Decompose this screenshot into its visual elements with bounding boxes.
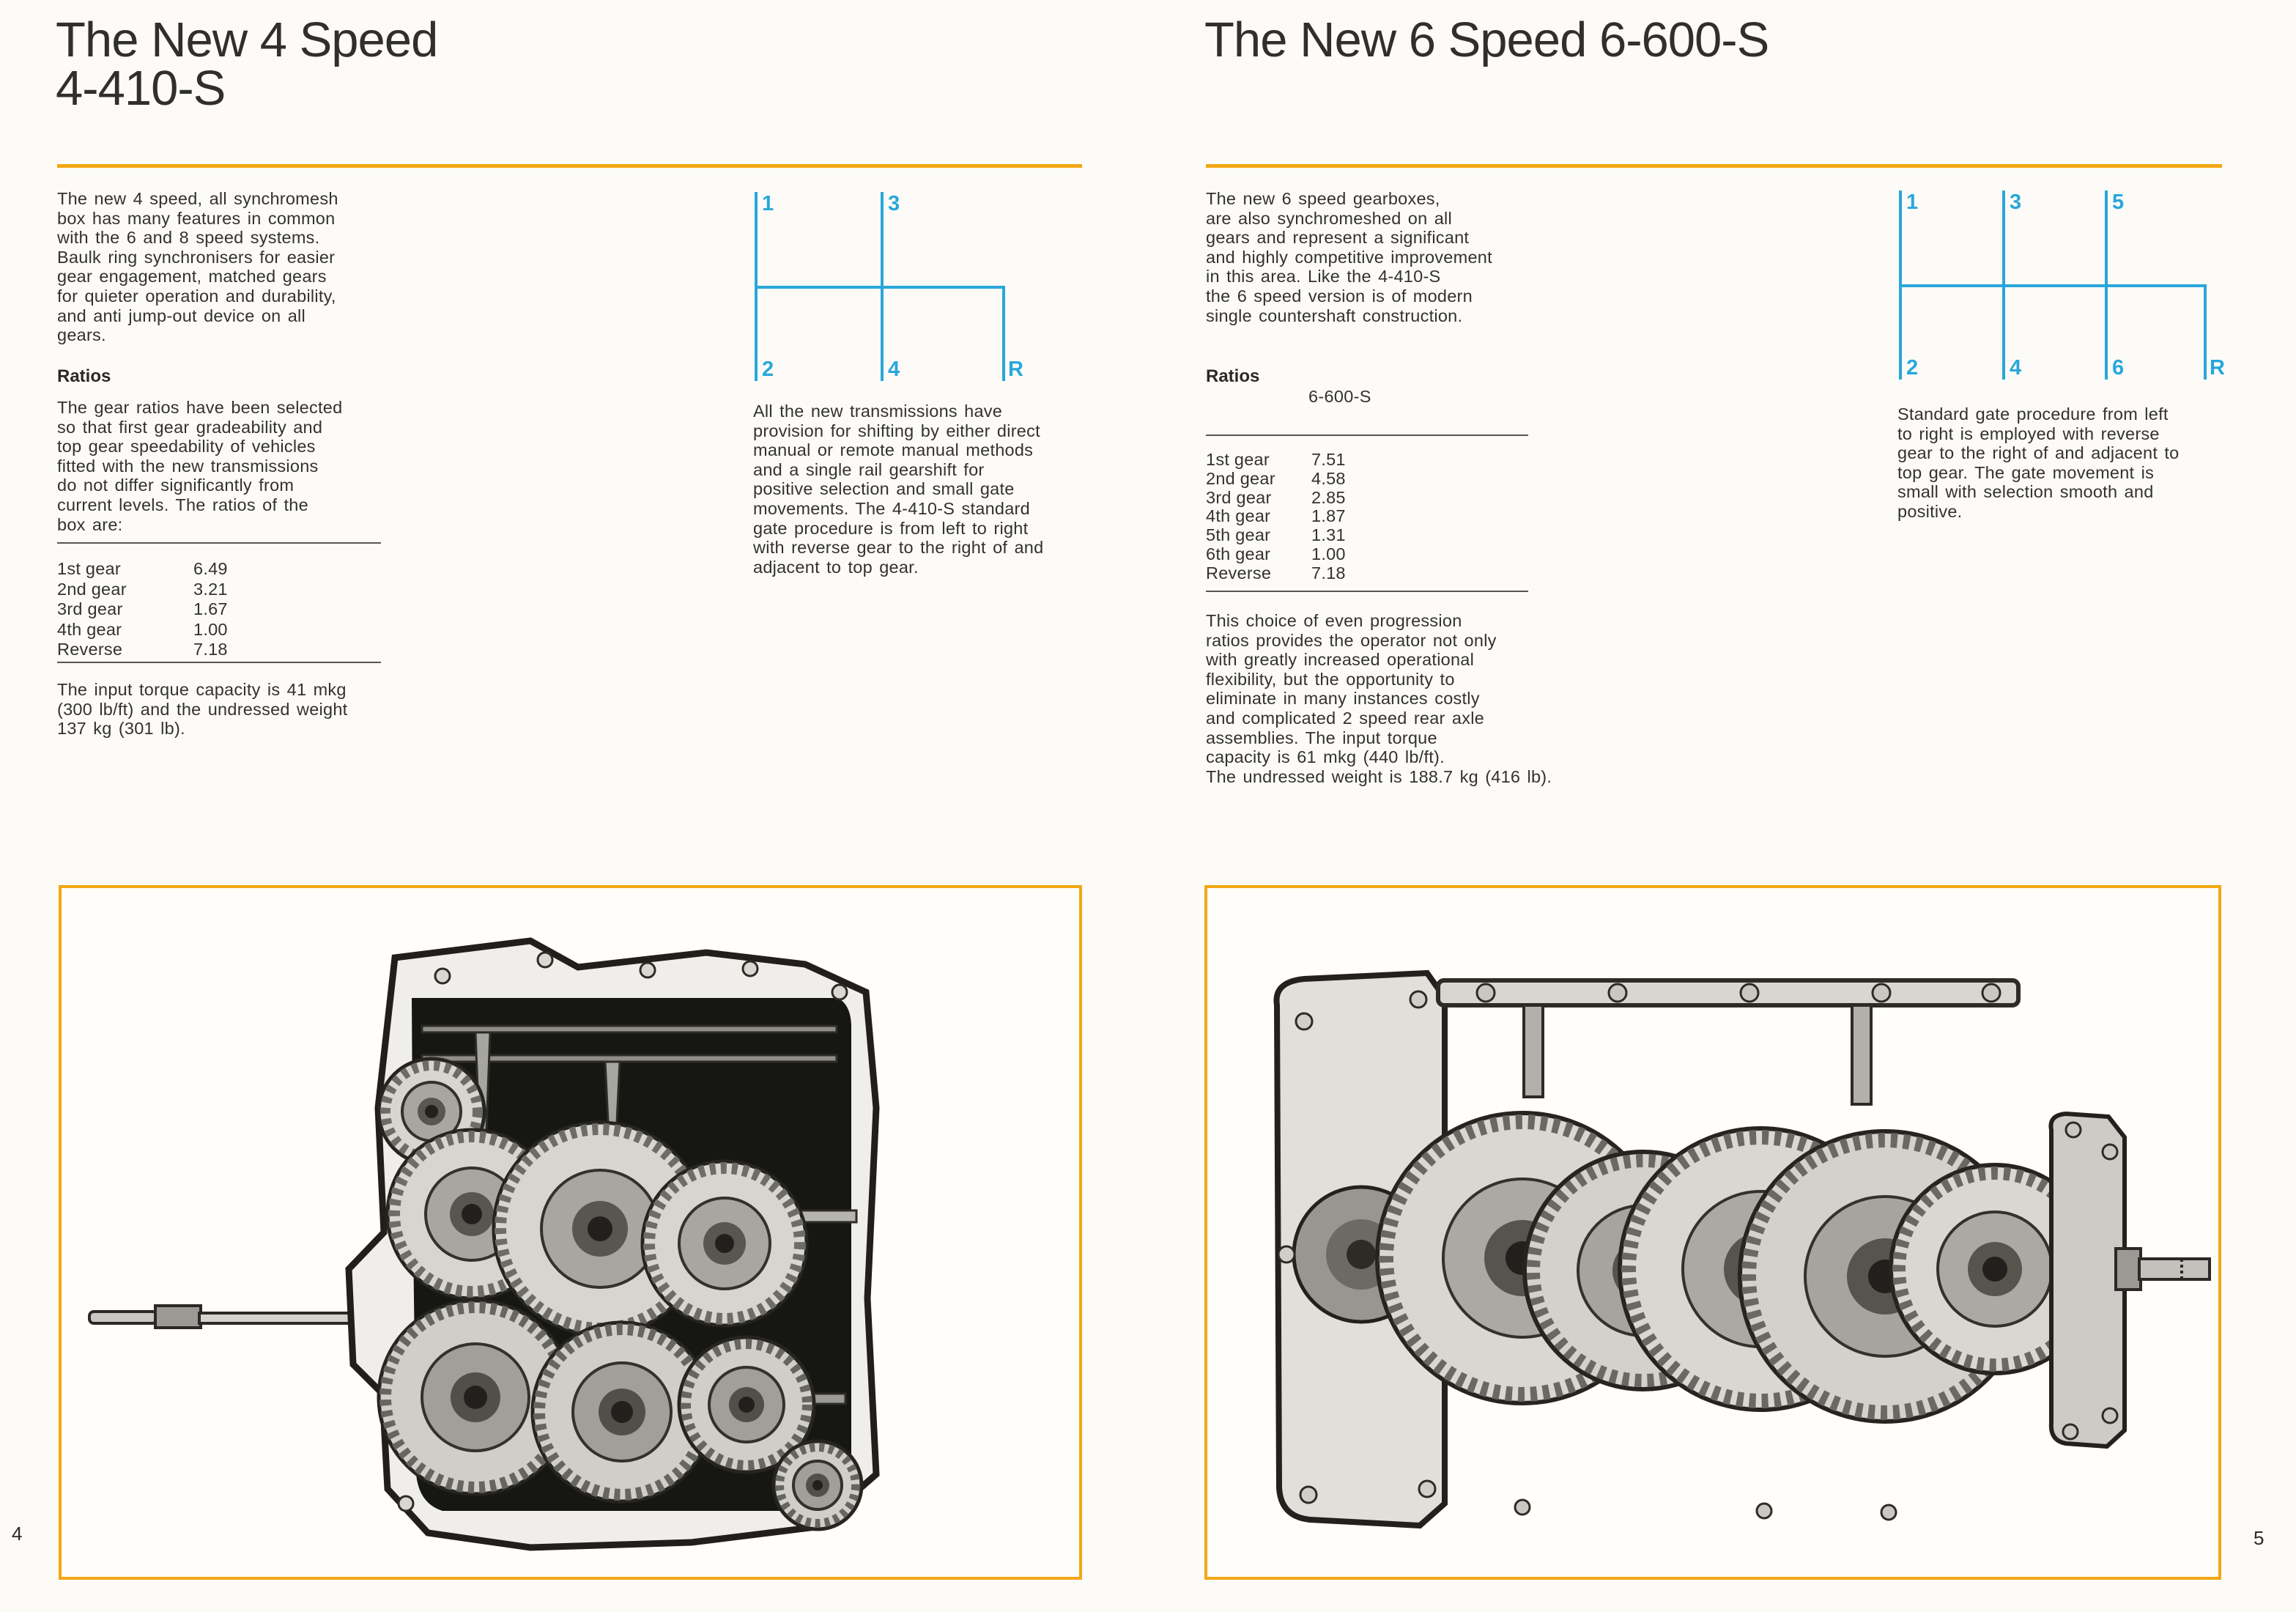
output-shaft [2114,1247,2211,1291]
gear-ratio-value: 1.87 [1311,506,1346,526]
gearbox-photo-frame [1204,885,2221,1580]
gear-cluster-mainshaft [377,1057,809,1337]
ratios-intro-paragraph: The gear ratios have been selected so th… [57,398,343,534]
table-row: Reverse 7.18 [57,640,381,660]
table-bottom-rule [1206,591,1528,592]
gear-label: Reverse [57,640,123,659]
table-top-rule [1206,435,1528,436]
intro-paragraph: The new 4 speed, all synchromesh box has… [57,189,338,345]
gear-label: 4th gear [57,619,122,639]
gear-ratio-value: 1.00 [1311,544,1346,563]
ratios-heading: Ratios [57,366,111,386]
gear-stack [1375,1111,2101,1424]
gate-label: 6 [2112,356,2125,380]
gearbox-photo-frame [59,885,1082,1580]
gear-ratio-value: 2.85 [1311,487,1346,507]
gear-label: 2nd gear [57,579,127,599]
gear-label: 3rd gear [1206,487,1272,507]
gear-label: 2nd gear [1206,468,1275,488]
gate-label: 4 [888,358,900,381]
gear-label: 4th gear [1206,506,1271,526]
gate-note-paragraph: Standard gate procedure from left to rig… [1897,404,2180,521]
gear-ratio-value: 4.58 [1311,468,1346,488]
gear-label: 3rd gear [57,599,123,618]
end-plate-bolts [1277,990,1437,1504]
gear-cluster-countershaft [377,1298,864,1531]
table-row: 4th gear 1.00 [57,620,381,640]
gate-label: 1 [762,192,774,215]
left-page: The New 4 Speed 4-410-S The new 4 speed,… [12,12,1082,1580]
gate-line-reverse [2204,284,2207,380]
table-row: 4th gear 1.87 [1206,506,1528,525]
table-top-rule [57,542,381,544]
shift-gate-diagram-6-speed: 1 3 5 2 4 6 R [1899,191,2243,382]
table-row: 2nd gear 4.58 [1206,469,1528,488]
gear-ratio-value: 1.67 [193,599,228,618]
gear-label: 1st gear [1206,450,1270,469]
ratios-heading: Ratios [1206,366,1260,386]
gearbox-internals-illustration-6-600-s [1273,969,2211,1529]
table-row: Reverse 7.18 [1206,563,1528,583]
ratios-model-label: 6-600-S [1308,387,1371,406]
gate-line-reverse [1002,286,1005,381]
gear-label: 6th gear [1206,544,1271,563]
gear-ratio-value: 7.18 [193,640,228,659]
ratios-table: 1st gear 7.51 2nd gear 4.58 3rd gear 2.8… [1206,450,1528,583]
gate-label: 3 [2010,191,2022,214]
gear-ratio-value: 6.49 [193,559,228,578]
progression-note-paragraph: This choice of even progression ratios p… [1206,611,1552,786]
torque-note-paragraph: The input torque capacity is 41 mkg (300… [57,680,348,739]
page-number: 4 [12,1523,23,1545]
gear-ratio-value: 7.51 [1311,450,1346,469]
gate-note-paragraph: All the new transmissions have provision… [753,402,1044,577]
gear-ratio-value: 7.18 [1311,563,1346,583]
gear-ratio-value: 3.21 [193,579,228,599]
intro-paragraph: The new 6 speed gearboxes, are also sync… [1206,189,1492,325]
table-bottom-rule [57,662,381,663]
gear-ratio-value: 1.31 [1311,525,1346,545]
gate-crossbar [1899,284,2207,287]
gate-label: 2 [1906,356,1919,380]
table-row: 1st gear 7.51 [1206,450,1528,469]
right-page: The New 6 Speed 6-600-S The new 6 speed … [1148,0,2296,1612]
page-title: The New 6 Speed 6-600-S [1204,12,1769,67]
table-row: 2nd gear 3.21 [57,580,381,600]
page-title: The New 4 Speed 4-410-S [56,12,438,116]
gate-label: R [2210,356,2225,380]
title-divider-rule [1206,164,2222,168]
gear-label: 1st gear [57,559,121,578]
ratios-table: 1st gear 6.49 2nd gear 3.21 3rd gear 1.6… [57,559,381,660]
title-divider-rule [57,164,1082,168]
housing-bolts [397,951,848,1512]
gate-label: 2 [762,358,774,381]
gear-ratio-value: 1.00 [193,619,228,639]
gate-label: 1 [1906,191,1919,214]
gate-label: 4 [2010,356,2022,380]
table-row: 6th gear 1.00 [1206,544,1528,563]
table-row: 5th gear 1.31 [1206,525,1528,544]
case-bolts [1514,1121,2119,1521]
page-number: 5 [2254,1527,2264,1549]
front-cover [2048,1111,2127,1449]
gate-crossbar [755,286,1005,289]
gate-label: 5 [2112,191,2125,214]
gate-label: R [1008,358,1023,381]
gate-label: 3 [888,192,900,215]
gear-label: Reverse [1206,563,1272,583]
table-row: 1st gear 6.49 [57,559,381,580]
gearbox-cutaway-illustration-4-410-s [88,937,880,1551]
shift-gate-diagram-4-speed: 1 3 2 4 R [755,192,1062,384]
table-row: 3rd gear 1.67 [57,599,381,620]
gear-label: 5th gear [1206,525,1271,545]
table-row: 3rd gear 2.85 [1206,488,1528,507]
selector-rail [1436,978,2021,1106]
